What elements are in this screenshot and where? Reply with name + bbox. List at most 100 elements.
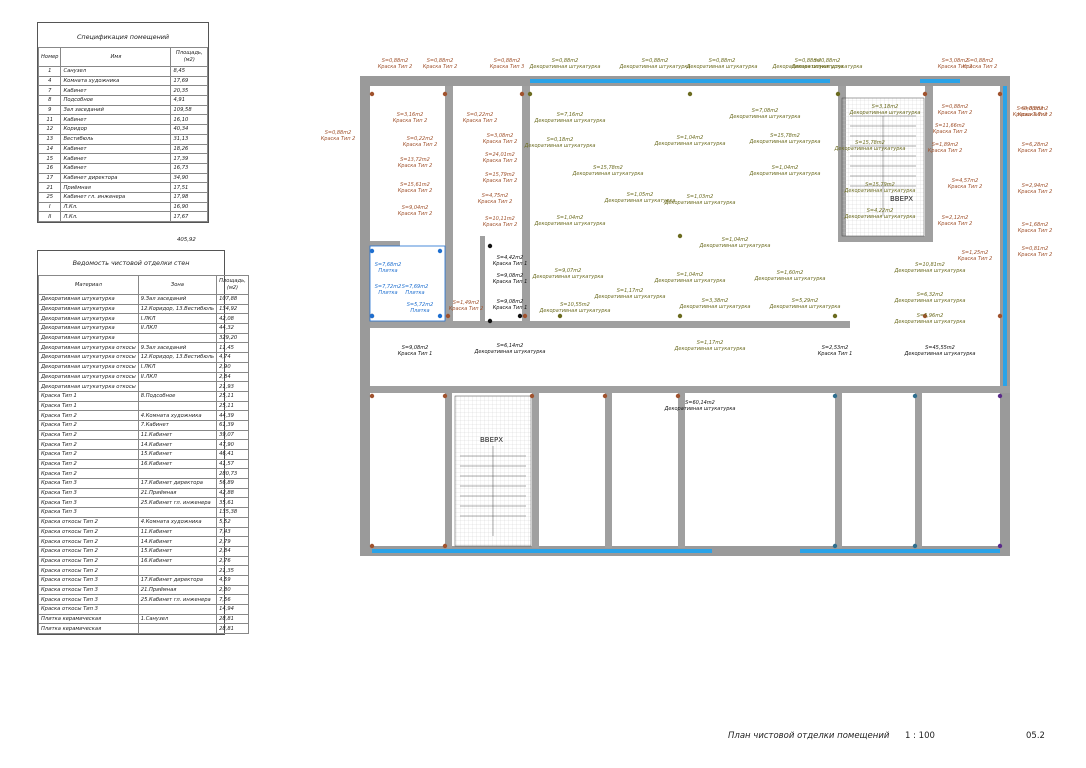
- annotation-area: S=4,42m2: [496, 255, 524, 261]
- annotation-material: Декоративная штукатурка: [844, 188, 916, 194]
- annotation-area: S=10,55m2: [560, 302, 590, 308]
- wall-finish-cell: 8.Подсобное: [137, 390, 218, 402]
- finish-marker: [832, 543, 838, 549]
- wall-finish-cell: Краска откосы Тип 3: [38, 604, 139, 615]
- wall-finish-cell: 21,93: [216, 381, 249, 392]
- annotation-area: S=0,88m2: [1016, 106, 1044, 112]
- wall-finish-cell: 41,57: [216, 458, 249, 470]
- annotation-area: S=1,68m2: [1021, 222, 1049, 228]
- annotation-area: S=1,04m2: [676, 135, 704, 141]
- annotation-area: S=2,94m2: [1021, 183, 1049, 189]
- annotation-area: S=0,88m2: [426, 58, 454, 64]
- room-cell: 17,67: [170, 211, 208, 222]
- annotation-area: S=3,08m2: [941, 58, 969, 64]
- annotation-material: Краска Тип 2: [392, 118, 428, 124]
- wall-finish-cell: Краска откосы Тип 2: [38, 516, 139, 528]
- wall-finish-header: Зона: [137, 275, 218, 295]
- room-cell: Приёмная: [60, 182, 172, 193]
- wall-finish-cell: 4.Комната художника: [137, 410, 218, 421]
- annotation-area: S=11,66m2: [935, 123, 965, 129]
- wall-finish-cell: 2,80: [216, 584, 249, 596]
- room-cell: 14: [37, 143, 62, 155]
- annotation-area: S=1,17m2: [696, 340, 724, 346]
- annotation-material: Краска Тип 1: [397, 351, 433, 357]
- annotation-area: S=0,22m2: [406, 136, 434, 142]
- annotation-area: S=0,88m2: [641, 58, 669, 64]
- annotation-material: Плитка: [378, 290, 398, 296]
- wall-finish-cell: Плитка керамическая: [38, 623, 139, 635]
- annotation-area: S=7,72m2: [374, 284, 402, 290]
- wall-finish-cell: Краска откосы Тип 2: [38, 555, 139, 567]
- annotation-material: Краска Тип 2: [462, 118, 498, 124]
- annotation-material: Краска Тип 2: [482, 158, 518, 164]
- room-cell: 17,69: [170, 75, 208, 87]
- annotation-area: S=7,68m2: [374, 262, 402, 268]
- wall-finish-cell: [137, 468, 218, 480]
- bathroom-tile: [369, 245, 446, 322]
- room-cell: 9: [37, 104, 62, 116]
- annotation-area: S=9,08m2: [401, 345, 429, 351]
- room-cell: 40,34: [170, 124, 208, 135]
- wall-finish-cell: 9.Зал заседаний: [137, 294, 218, 305]
- annotation-area: S=1,04m2: [676, 272, 704, 278]
- room-cell: 16,10: [170, 114, 208, 126]
- annotation-material: Декоративная штукатурка: [749, 171, 821, 177]
- room-cell: 17: [37, 172, 62, 184]
- annotation-area: S=0,88m2: [813, 58, 841, 64]
- wall-finish-cell: Декоративная штукатурка откосы: [38, 381, 139, 392]
- annotation-material: Плитка: [410, 308, 430, 314]
- wall-finish-cell: Плитка керамическая: [38, 613, 139, 625]
- annotation-material: Декоративная штукатурка: [664, 200, 736, 206]
- annotation-area: S=5,96m2: [916, 313, 944, 319]
- annotation-material: Краска Тип 2: [937, 221, 973, 227]
- wall-finish-cell: 2,84: [216, 545, 249, 557]
- annotation-material: Декоративная штукатурка: [749, 139, 821, 145]
- stair-block-1: [841, 97, 925, 237]
- annotation-area: S=9,04m2: [401, 205, 429, 211]
- annotation-area: S=45,55m2: [925, 345, 955, 351]
- annotation-area: S=6,32m2: [916, 292, 944, 298]
- room-cell: 20,35: [170, 85, 208, 97]
- annotation-material: Краска Тип 2: [962, 64, 998, 70]
- annotation-material: Краска Тип 2: [422, 64, 458, 70]
- wall-finish-cell: 21.Приёмная: [137, 487, 218, 499]
- room-cell: Кабинет гл. инженера: [60, 191, 172, 203]
- wall-finish-cell: Декоративная штукатурка: [38, 313, 139, 325]
- annotation-area: S=1,05m2: [626, 192, 654, 198]
- annotation-material: Декоративная штукатурка: [894, 319, 966, 325]
- wall-finish-cell: 42,08: [216, 313, 249, 325]
- finish-marker: [997, 543, 1003, 549]
- wall-finish-cell: 44,32: [216, 323, 249, 334]
- annotation-area: S=24,01m2: [485, 152, 515, 158]
- wall-finish-cell: 21.Приёмная: [137, 584, 218, 596]
- finish-marker: [442, 393, 448, 399]
- wall-finish-cell: I.ЛКЛ: [137, 313, 218, 325]
